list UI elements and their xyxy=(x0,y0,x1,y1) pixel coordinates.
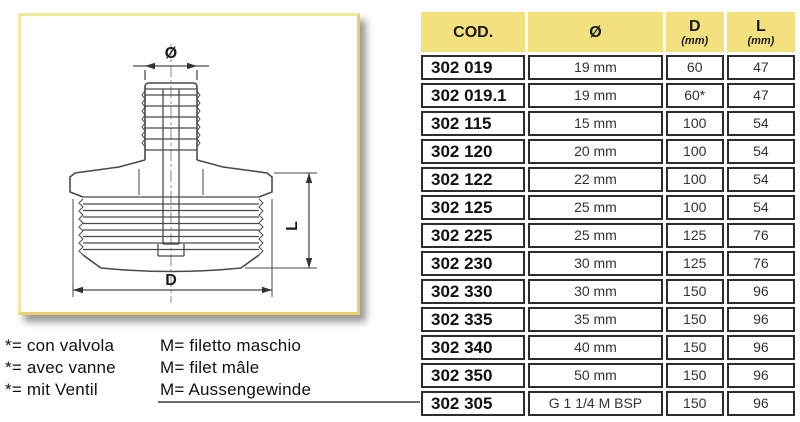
diameter-cell: 20 mm xyxy=(528,139,663,164)
cod-cell: 302 350 xyxy=(421,363,526,388)
cod-cell: 302 230 xyxy=(421,251,526,276)
diameter-cell: 15 mm xyxy=(528,111,663,136)
diameter-cell: 22 mm xyxy=(528,167,663,192)
diameter-cell: 30 mm xyxy=(528,279,663,304)
l-cell: 76 xyxy=(726,223,795,248)
diameter-cell: 25 mm xyxy=(528,223,663,248)
cod-cell: 302 125 xyxy=(421,195,526,220)
diameter-cell: 30 mm xyxy=(528,251,663,276)
diameter-dim-label: Ø xyxy=(165,45,177,62)
col-header-d: D (mm) xyxy=(665,12,724,52)
d-cell: 100 xyxy=(665,195,724,220)
footnote-connector-line xyxy=(158,401,420,403)
cod-cell: 302 019 xyxy=(421,55,526,80)
l-cell: 96 xyxy=(726,335,795,360)
cod-cell: 302 305 xyxy=(421,391,526,416)
d-cell: 150 xyxy=(665,307,724,332)
l-cell: 96 xyxy=(726,363,795,388)
diameter-cell: G 1 1/4 M BSP xyxy=(528,391,663,416)
l-cell: 54 xyxy=(726,111,795,136)
col-header-d-unit: (mm) xyxy=(681,34,709,47)
l-cell: 54 xyxy=(726,139,795,164)
footnote-thread-de: M= Aussengewinde xyxy=(160,380,312,399)
d-cell: 150 xyxy=(665,363,724,388)
l-cell: 76 xyxy=(726,251,795,276)
cod-cell: 302 340 xyxy=(421,335,526,360)
l-cell: 54 xyxy=(726,167,795,192)
length-dim-label: L xyxy=(284,221,301,231)
d-cell: 100 xyxy=(665,111,724,136)
footnotes-thread: M= filetto maschio M= filet mâle M= Auss… xyxy=(160,335,311,401)
diameter-cell: 19 mm xyxy=(528,55,663,80)
diameter-cell: 50 mm xyxy=(528,363,663,388)
col-header-l-label: L xyxy=(756,17,766,35)
cod-cell: 302 122 xyxy=(421,167,526,192)
col-header-d-label: D xyxy=(688,17,701,35)
footnote-asterisk-de: *= mit Ventil xyxy=(5,380,98,399)
d-cell: 100 xyxy=(665,139,724,164)
l-cell: 96 xyxy=(726,307,795,332)
diameter-cell: 25 mm xyxy=(528,195,663,220)
footnote-thread-it: M= filetto maschio xyxy=(160,336,302,355)
cod-cell: 302 120 xyxy=(421,139,526,164)
cod-cell: 302 330 xyxy=(421,279,526,304)
col-header-diameter-label: Ø xyxy=(589,23,602,41)
d-cell: 60* xyxy=(665,83,724,108)
d-cell: 150 xyxy=(665,335,724,360)
cod-cell: 302 115 xyxy=(421,111,526,136)
diameter-cell: 35 mm xyxy=(528,307,663,332)
width-dim-label: D xyxy=(165,272,177,289)
d-cell: 100 xyxy=(665,167,724,192)
cod-cell: 302 019.1 xyxy=(421,83,526,108)
cod-cell: 302 225 xyxy=(421,223,526,248)
spec-table-header: COD. Ø D (mm) L (mm) xyxy=(421,12,795,52)
footnotes-asterisk: *= con valvola *= avec vanne *= mit Vent… xyxy=(5,335,116,401)
d-cell: 60 xyxy=(665,55,724,80)
fitting-technical-drawing: Ø L D xyxy=(69,44,317,303)
d-cell: 150 xyxy=(665,391,724,416)
d-cell: 125 xyxy=(665,223,724,248)
col-header-cod-label: COD. xyxy=(453,23,494,41)
col-header-cod: COD. xyxy=(421,12,526,52)
l-cell: 96 xyxy=(726,279,795,304)
col-header-l-unit: (mm) xyxy=(747,34,775,47)
diameter-cell: 40 mm xyxy=(528,335,663,360)
footnote-asterisk-fr: *= avec vanne xyxy=(5,358,116,377)
l-cell: 47 xyxy=(726,83,795,108)
l-cell: 47 xyxy=(726,55,795,80)
col-header-l: L (mm) xyxy=(726,12,795,52)
l-cell: 96 xyxy=(726,391,795,416)
footnote-thread-fr: M= filet mâle xyxy=(160,358,260,377)
cod-cell: 302 335 xyxy=(421,307,526,332)
technical-drawing-panel: Ø L D xyxy=(18,13,360,315)
l-cell: 54 xyxy=(726,195,795,220)
d-cell: 150 xyxy=(665,279,724,304)
col-header-diameter: Ø xyxy=(528,12,663,52)
diameter-cell: 19 mm xyxy=(528,83,663,108)
d-cell: 125 xyxy=(665,251,724,276)
footnote-asterisk-it: *= con valvola xyxy=(5,336,115,355)
